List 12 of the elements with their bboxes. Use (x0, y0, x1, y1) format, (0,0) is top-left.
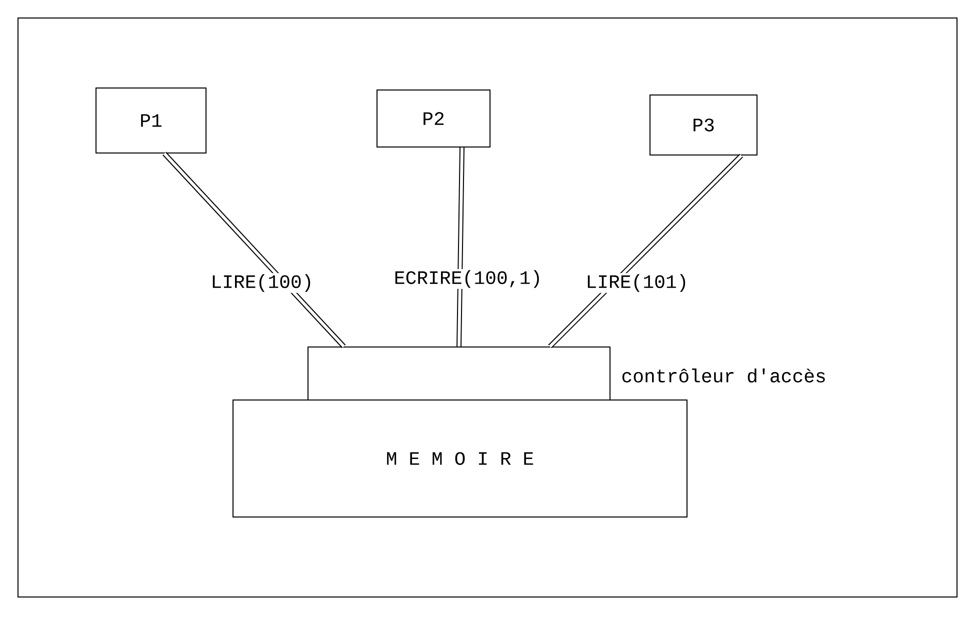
controller-box (308, 346, 610, 400)
edge-label: ECRIRE(100,1) (395, 270, 539, 288)
processor-box: P1 (96, 88, 206, 154)
double-line (162, 152, 346, 348)
edge-label: LIRE(100) (212, 274, 310, 292)
memory-box: M E M O I R E (232, 400, 688, 518)
double-line (456, 147, 464, 347)
processor-box: P3 (650, 94, 758, 156)
double-line (548, 154, 744, 348)
processor-box: P2 (376, 90, 490, 148)
box-caption: contrôleur d'accès (622, 368, 825, 382)
edge-label: LIRE(101) (588, 274, 686, 292)
